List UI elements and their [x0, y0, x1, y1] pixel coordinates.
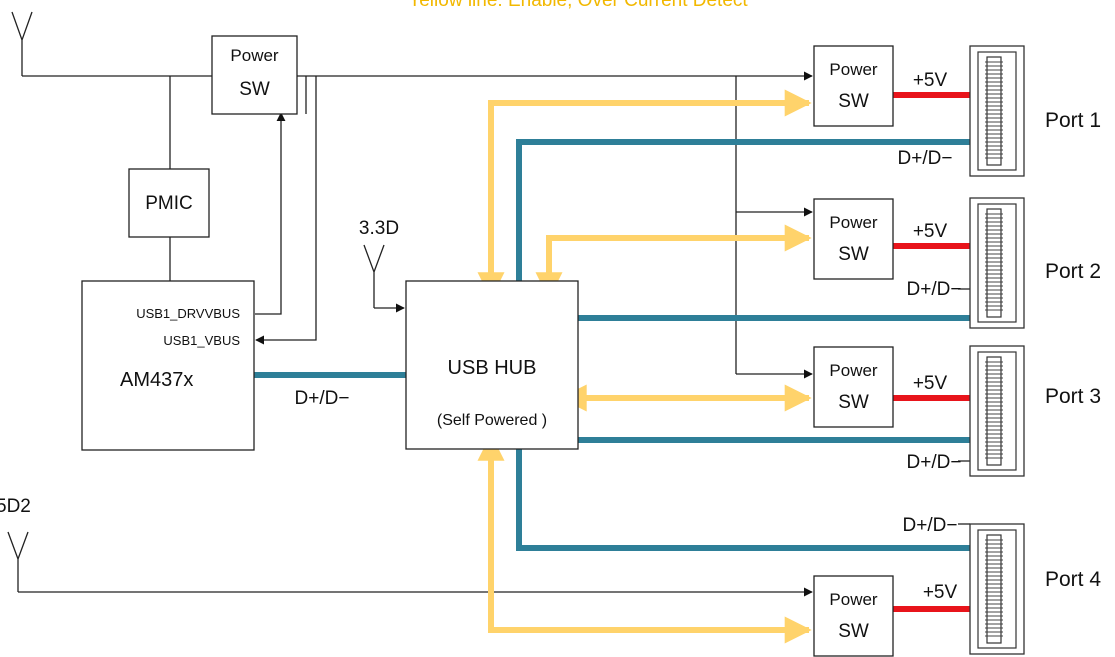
- port-1-switch-label-1: Power: [829, 60, 878, 79]
- pmic-block: PMIC: [128, 168, 210, 238]
- usb-hub-label: USB HUB: [448, 357, 537, 379]
- soc-hub-data-label: D+/D−: [295, 388, 350, 409]
- usb-hub-sublabel: (Self Powered ): [437, 412, 547, 429]
- enable-line-port1: [477, 89, 812, 300]
- wire-drvvbus: [255, 112, 286, 315]
- port-4-switch-label-1: Power: [829, 590, 878, 609]
- wire-vbus-sense: [255, 76, 317, 345]
- port-4-connector: [969, 523, 1025, 655]
- port-1-switch-label-2: SW: [838, 91, 869, 112]
- port-3-power-switch: Power SW: [813, 346, 894, 428]
- port-1-label: Port 1: [1045, 109, 1101, 132]
- bottom-supply-label: 5D2: [0, 496, 31, 517]
- port-2-data-label: D+/D−: [907, 279, 962, 300]
- port-3-connector: [969, 345, 1025, 477]
- port-1-power-switch: Power SW: [813, 45, 894, 127]
- port-3-switch-label-1: Power: [829, 361, 878, 380]
- port-3-power-label: +5V: [913, 373, 948, 394]
- port-4-label: Port 4: [1045, 568, 1101, 591]
- port-1-connector: [969, 45, 1025, 177]
- port-2-label: Port 2: [1045, 260, 1101, 283]
- enable-line-port4: [477, 433, 812, 644]
- soc-pin-vbus: USB1_VBUS: [163, 333, 240, 348]
- port-4-switch-label-2: SW: [838, 621, 869, 642]
- port-1-power-label: +5V: [913, 70, 948, 91]
- supply-symbol-hub: [363, 244, 385, 308]
- port-2-power-switch: Power SW: [813, 198, 894, 280]
- pmic-label: PMIC: [145, 193, 193, 214]
- enable-line-port2: [535, 224, 812, 300]
- power-switch-top-label-1: Power: [230, 46, 279, 65]
- port-3-data-label: D+/D−: [907, 452, 962, 473]
- port-2-connector: [969, 197, 1025, 329]
- port-3-label: Port 3: [1045, 385, 1101, 408]
- port-4-data-label: D+/D−: [903, 515, 958, 536]
- diagram-title: Yellow line: Enable, Over Current Detect: [408, 0, 748, 11]
- supply-symbol-bottom: [7, 531, 29, 592]
- port-3-switch-label-2: SW: [838, 392, 869, 413]
- supply-symbol-top: [11, 11, 33, 76]
- power-switch-top-label-2: SW: [239, 79, 270, 100]
- soc-pin-drvvbus: USB1_DRVVBUS: [136, 306, 240, 321]
- soc-name: AM437x: [120, 369, 193, 391]
- port-2-switch-label-1: Power: [829, 213, 878, 232]
- port-2-power-label: +5V: [913, 221, 948, 242]
- soc-block: USB1_DRVVBUS USB1_VBUS AM437x: [81, 280, 255, 451]
- power-switch-top: Power SW: [211, 35, 298, 115]
- hub-supply-label: 3.3D: [359, 218, 399, 239]
- port-4-power-label: +5V: [923, 582, 958, 603]
- port-4-power-switch: Power SW: [813, 575, 894, 657]
- port-1-data-label: D+/D−: [898, 148, 953, 169]
- usb-hub-block: USB HUB (Self Powered ): [405, 280, 579, 450]
- port-2-switch-label-2: SW: [838, 244, 869, 265]
